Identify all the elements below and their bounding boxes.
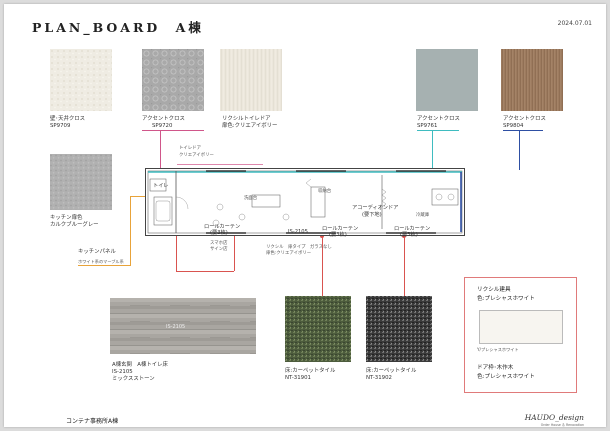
finish-box: リクシル建具 色:プレシャスホワイト Y/プレシャスホワイト ドア枠･木作木 色… [464,277,577,393]
plan-roll-curtain-2: ロールカーテン [322,226,359,232]
plan-floor-code: IS-2105 [288,229,308,235]
precious-white-swatch [479,310,563,344]
leader-carpet-2 [404,236,405,296]
kitchen-door-label: キッチン扉色 [50,215,83,221]
finish-sub-1: 色:プレシャスホワイト [477,296,535,302]
tile-code: IS-2105 [112,369,133,375]
plan-accordion-door: アコーディオンドア [352,205,399,211]
finish-sub-2: 色:プレシャスホワイト [477,374,535,380]
toilet-door-color: 扉色:クリエアイボリー [222,123,278,129]
accent-cross-1-label: アクセントクロス [142,116,185,122]
plan-note-b: サイン店 [210,247,228,252]
carpet-2-marker [402,234,406,238]
plan-wash-label: 洗面台 [244,196,258,201]
tile-label: A棟玄関 A棟トイレ床 [112,362,168,368]
floor-plan-drawing [147,170,463,234]
accent-cross-3-swatch [501,49,563,111]
plan-fridge-label: 冷蔵庫 [416,213,430,218]
wall-cross-code: SP9709 [50,123,71,129]
finish-title-1: リクシル建具 [477,287,511,293]
company-logo-sub: Order House ＆ Renovation [540,423,584,427]
plan-roll-curtain-3-sub: (要3枚) [400,232,418,238]
leader-door [177,164,263,165]
leader-kitchen-panel [130,196,131,266]
plan-desk-label: 収納台 [318,189,332,194]
project-name: コンテナ事務所A棟 [66,418,119,425]
leader-accent-1 [160,130,161,170]
carpet-1-code: NT-31901 [285,375,311,381]
leader-kitchen-panel-h [130,196,146,197]
accent-cross-3-code: SP9804 [503,123,524,129]
carpet-1-marker [320,234,324,238]
plan-board-page: PLAN_BOARD A棟 2024.07.01 壁･天井クロス SP9709 … [4,4,606,427]
carpet-1-swatch [285,296,351,362]
toilet-door-swatch [220,49,282,111]
carpet-2-code: NT-31902 [366,375,392,381]
accent-cross-2-label: アクセントクロス [417,116,460,122]
tile-swatch-overlay: IS-2105 [166,324,186,330]
tile-swatch [110,298,256,354]
kitchen-panel-underline [78,265,130,267]
carpet-1-label: 床:カーペットタイル [285,368,336,374]
plan-note-c: リクシル 扉タイプ ガラスなし [266,245,332,250]
wall-cross-label: 壁･天井クロス [50,116,86,122]
leader-accent-3 [519,130,520,170]
carpet-2-label: 床:カーペットタイル [366,368,417,374]
door-note-1: トイレドア [179,146,201,151]
carpet-2-swatch [366,296,432,362]
plan-roll-curtain-1: ロールカーテン [204,224,241,230]
plan-toilet-label: トイレ [153,183,169,189]
page-title: PLAN_BOARD A棟 [32,20,204,35]
tile-name: ミックスストーン [112,376,155,382]
finish-swatch-caption: Y/プレシャスホワイト [477,347,519,352]
plan-roll-curtain-2-sub: (要3枚) [329,232,347,238]
door-note-2: クリエアイボリー [179,153,214,158]
page-date: 2024.07.01 [557,20,592,27]
leader-accent-2 [432,130,433,170]
kitchen-door-color: カルクブルーグレー [50,222,99,228]
floor-plan: トイレ 洗面台 収納台 ロールカーテン (要3枚) IS-2105 ロールカーテ… [145,168,465,238]
plan-note-a: スマホ店 [210,241,228,246]
accent-cross-1-underline [142,130,204,132]
accent-cross-3-label: アクセントクロス [503,116,546,122]
accent-cross-3-underline [503,130,543,132]
leader-tile-h [176,271,234,272]
plan-note-d: 扉色:クリエアイボリー [266,251,312,256]
kitchen-door-swatch [50,154,112,210]
leader-carpet-1 [322,236,323,296]
accent-cross-2-code: SP9761 [417,123,438,129]
plan-roll-curtain-1-sub: (要3枚) [210,230,228,236]
plan-roll-curtain-3: ロールカーテン [394,226,431,232]
accent-cross-1-code: SP9720 [152,123,173,129]
accent-cross-1-swatch [142,49,204,111]
accent-cross-2-swatch [416,49,478,111]
wall-cross-swatch [50,49,112,111]
kitchen-panel-label: キッチンパネル [78,249,116,255]
accent-cross-2-underline [417,130,459,132]
company-logo: HAUDO_design [524,413,584,422]
finish-title-2: ドア枠･木作木 [477,365,514,371]
plan-accordion-door-sub: (要下地) [362,212,382,218]
leader-tile-up [234,234,235,271]
kitchen-panel-note: ホワイト系のマーブル系 [78,259,124,264]
toilet-door-label: リクシルトイレドア [222,116,271,122]
